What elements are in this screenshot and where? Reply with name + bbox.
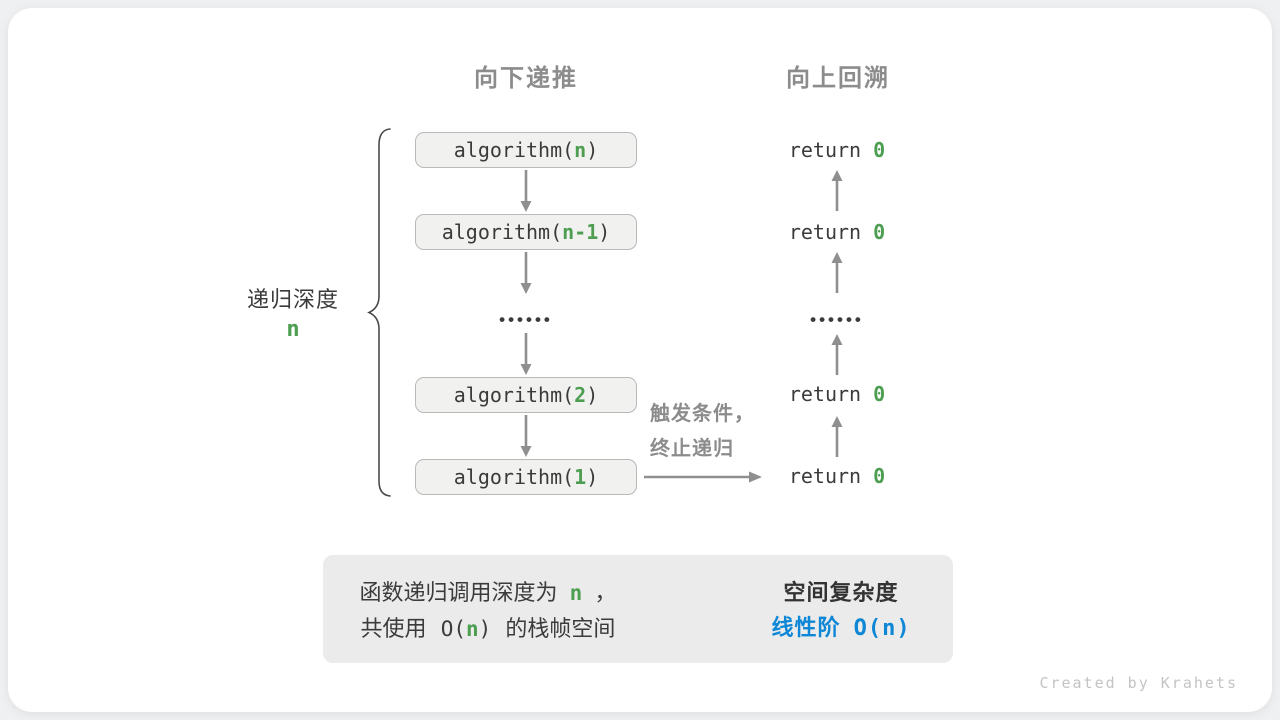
terminate-note-line1: 触发条件， <box>650 403 755 425</box>
watermark-credit: Created by Krahets <box>1039 674 1238 692</box>
return-ellipsis: •••••• <box>810 310 864 329</box>
recursion-depth-label: 递归深度 <box>246 287 339 312</box>
header-downward-recursion: 向下递推 <box>474 65 578 92</box>
frame-arg: n <box>574 138 587 162</box>
recursion-depth-value: n <box>286 317 300 342</box>
space-complexity-result: 线性阶 O(n) <box>741 610 941 646</box>
stack-frame-1: algorithm(1) <box>415 459 637 495</box>
return-statement-3: return 0 <box>747 381 927 407</box>
summary-n: n <box>569 581 583 605</box>
complexity-class-label: 线性阶 <box>771 615 841 640</box>
frame-arg: n-1 <box>562 220 599 244</box>
return-keyword: return <box>788 220 862 244</box>
stack-frame-n: algorithm(n) <box>415 132 637 168</box>
return-value: 0 <box>873 138 886 162</box>
big-o-open: O( <box>440 617 466 641</box>
frame-fn-name: algorithm( <box>453 138 575 162</box>
summary-panel: 函数递归调用深度为 n ， 共使用 O(n) 的栈帧空间 空间复杂度 线性阶 O… <box>323 555 953 663</box>
frame-arg: 2 <box>574 383 587 407</box>
big-o-n: n <box>465 617 479 641</box>
summary-statement: 函数递归调用深度为 n ， 共使用 O(n) 的栈帧空间 <box>343 575 633 647</box>
summary-conclusion: 空间复杂度 线性阶 O(n) <box>741 575 941 646</box>
frame-paren: ) <box>586 383 599 407</box>
stack-frame-2: algorithm(2) <box>415 377 637 413</box>
frame-paren: ) <box>586 138 599 162</box>
return-value: 0 <box>873 220 886 244</box>
return-value: 0 <box>873 464 886 488</box>
summary-text: 共使用 <box>360 616 427 641</box>
stack-ellipsis: •••••• <box>499 310 553 329</box>
return-value: 0 <box>873 382 886 406</box>
return-statement-2: return 0 <box>747 219 927 245</box>
frame-fn-name: algorithm( <box>453 383 575 407</box>
return-statement-4: return 0 <box>747 463 927 489</box>
summary-text: 的栈帧空间 <box>505 616 616 641</box>
space-complexity-title: 空间复杂度 <box>783 580 899 605</box>
return-keyword: return <box>788 138 862 162</box>
summary-line-2: 共使用 O(n) 的栈帧空间 <box>343 611 633 647</box>
stack-frame-n-1: algorithm(n-1) <box>415 214 637 250</box>
frame-fn-name: algorithm( <box>453 465 575 489</box>
return-keyword: return <box>788 382 862 406</box>
complexity-big-o: O(n) <box>853 616 911 641</box>
return-statement-1: return 0 <box>747 137 927 163</box>
header-upward-backtracking: 向上回溯 <box>786 65 890 92</box>
frame-fn-name: algorithm( <box>441 220 563 244</box>
summary-line-1: 函数递归调用深度为 n ， <box>343 575 633 611</box>
frame-paren: ) <box>598 220 611 244</box>
return-keyword: return <box>788 464 862 488</box>
terminate-note-line2: 终止递归 <box>650 438 734 460</box>
frame-paren: ) <box>586 465 599 489</box>
frame-arg: 1 <box>574 465 587 489</box>
summary-text: 函数递归调用深度为 <box>359 580 558 605</box>
big-o-close: ) <box>478 617 492 641</box>
summary-text: ， <box>594 580 617 605</box>
